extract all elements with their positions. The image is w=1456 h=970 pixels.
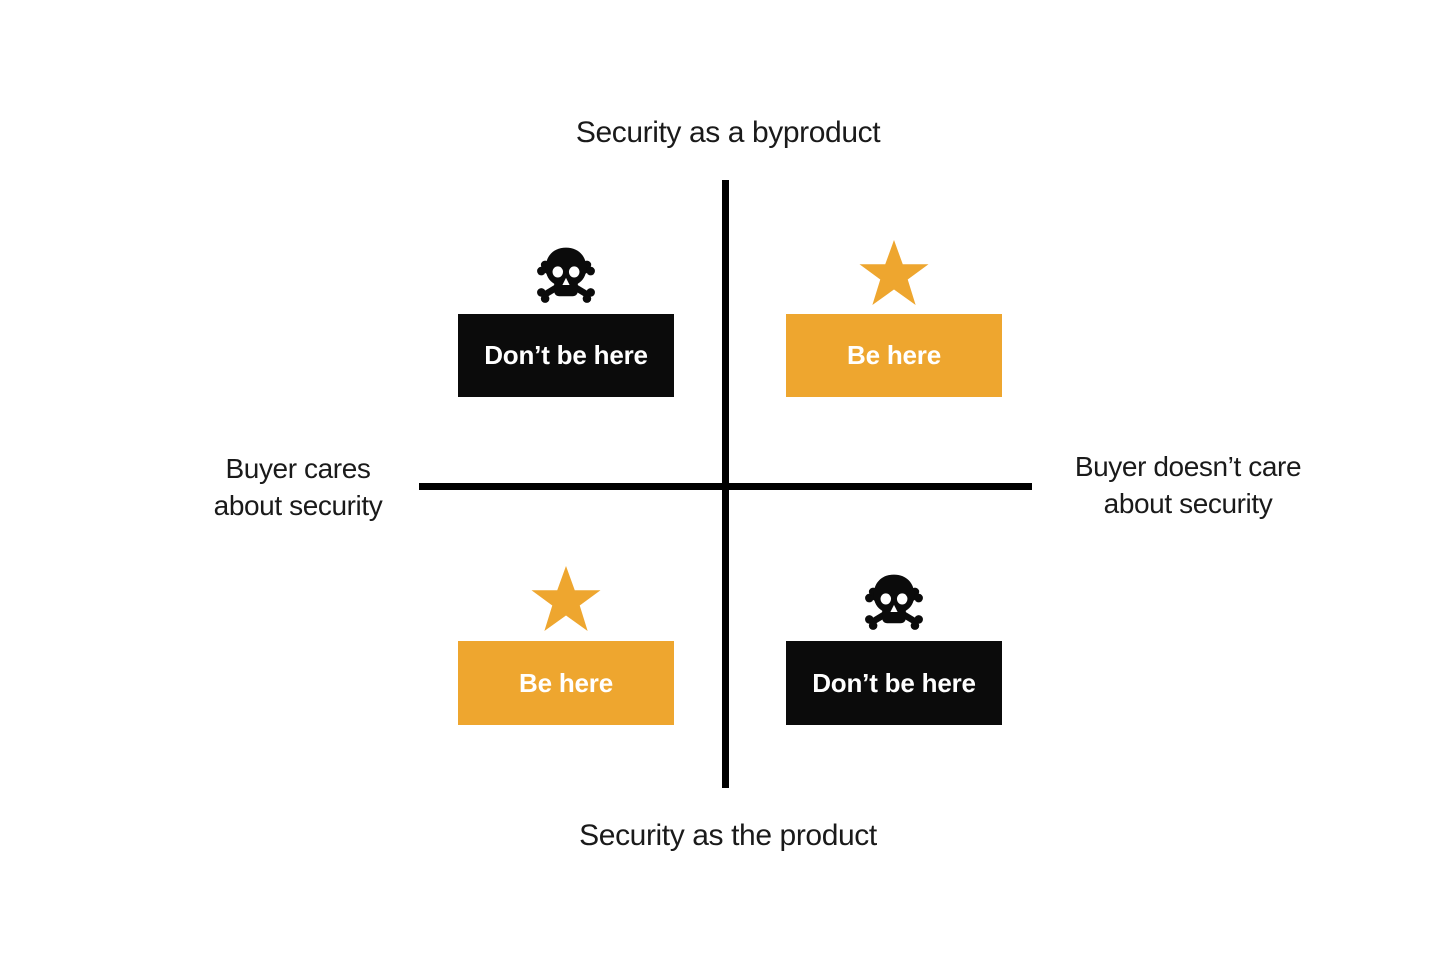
quadrant-box-label: Don’t be here — [812, 667, 976, 698]
right-axis-label-line1: Buyer doesn’t care — [1074, 451, 1302, 482]
bottom-axis-label: Security as the product — [579, 819, 877, 852]
left-axis-label-line2: about security — [213, 490, 383, 521]
quadrant-box-label: Be here — [847, 340, 941, 370]
star-icon — [530, 566, 602, 635]
left-axis-label-line1: Buyer cares — [225, 453, 371, 484]
horizontal-axis-line — [419, 483, 1032, 490]
quadrant-box-top-left: Don’t be here — [458, 314, 674, 397]
quadrant-box-label: Be here — [519, 667, 613, 698]
skull-crossbones-icon — [861, 572, 927, 635]
right-axis-label: Buyer doesn’t care about security — [1008, 448, 1368, 522]
quadrant-box-label: Don’t be here — [484, 340, 648, 370]
quadrant-box-bottom-right: Don’t be here — [786, 641, 1002, 725]
right-axis-label-line2: about security — [1103, 488, 1273, 519]
top-axis-label: Security as a byproduct — [575, 116, 881, 149]
quadrant-box-bottom-left: Be here — [458, 641, 674, 725]
quadrant-box-top-right: Be here — [786, 314, 1002, 397]
skull-crossbones-icon — [533, 245, 599, 308]
left-axis-label: Buyer cares about security — [118, 450, 478, 524]
star-icon — [858, 240, 930, 309]
